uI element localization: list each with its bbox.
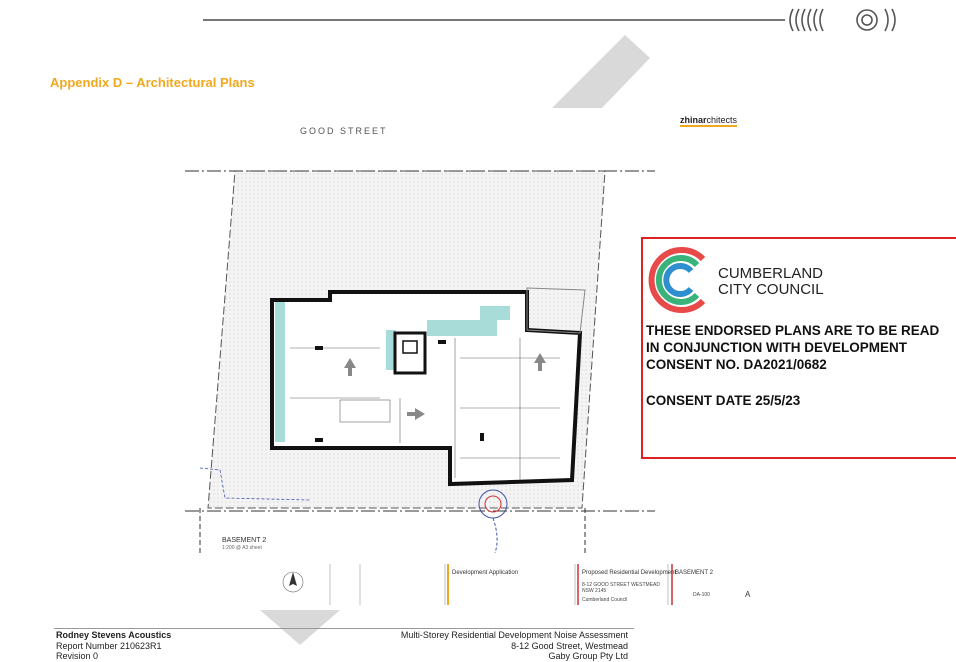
footer-right: Multi-Storey Residential Development Noi… — [401, 630, 628, 662]
footer-left: Rodney Stevens Acoustics Report Number 2… — [56, 630, 171, 662]
watermark-chevron-icon — [550, 35, 650, 110]
titleblock-project-label: Development Application — [452, 570, 519, 576]
titleblock-project-title: Proposed Residential Development — [582, 570, 677, 576]
titleblock-drawing-no: DA-100 — [693, 592, 710, 598]
titleblock-sheet-title: BASEMENT 2 — [675, 570, 713, 576]
council-name: CUMBERLAND CITY COUNCIL — [718, 265, 824, 298]
watermark-chevron-bottom-icon — [260, 610, 340, 645]
section-title: Appendix D – Architectural Plans — [50, 75, 255, 90]
floor-plan-drawing — [185, 170, 673, 605]
basement-scale: 1:200 @ A3 sheet — [222, 545, 262, 551]
stamp-consent-date: CONSENT DATE 25/5/23 — [646, 393, 801, 408]
basement-label: BASEMENT 2 — [222, 537, 267, 544]
council-stamp — [641, 237, 956, 459]
titleblock-council: Cumberland Council — [582, 597, 628, 603]
footer-address: 8-12 Good Street, Westmead — [511, 640, 628, 651]
titleblock-revision: A — [745, 590, 751, 599]
council-logo-icon — [648, 247, 706, 313]
footer-rule — [54, 628, 634, 629]
stamp-endorsement-text: THESE ENDORSED PLANS ARE TO BE READ IN C… — [646, 323, 940, 372]
footer-company: Rodney Stevens Acoustics — [56, 630, 172, 640]
street-label: GOOD STREET — [300, 126, 388, 136]
footer-report: Report Number 210623R1 — [56, 640, 162, 651]
company-logo-rings-icon — [789, 8, 896, 32]
footer-doc-title: Multi-Storey Residential Development Noi… — [400, 630, 628, 640]
footer-revision: Revision 0 — [56, 651, 99, 661]
titleblock-address: 8-12 GOOD STREET WESTMEAD NSW 2145 — [582, 582, 660, 594]
footer-client: Gaby Group Pty Ltd — [548, 651, 628, 661]
header-rule — [203, 19, 785, 21]
architect-logo: zhinarchitects — [680, 115, 738, 127]
